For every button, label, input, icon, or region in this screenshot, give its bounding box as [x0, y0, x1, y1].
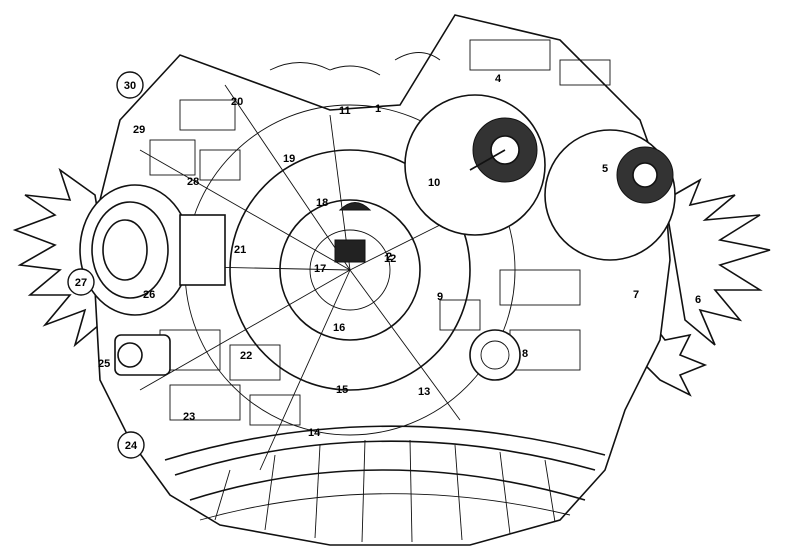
callout-25: 25	[98, 358, 110, 370]
callout-1: 1	[375, 103, 381, 115]
callout-13: 13	[418, 386, 430, 398]
circled-callout-27: 27	[67, 268, 95, 296]
port-turret	[114, 334, 171, 376]
callout-7: 7	[633, 289, 639, 301]
callout-8: 8	[522, 348, 528, 360]
callout-22: 22	[240, 350, 252, 362]
callout-18: 18	[316, 197, 328, 209]
callout-16: 16	[333, 322, 345, 334]
svg-text:30: 30	[124, 80, 136, 92]
callout-2: 2	[386, 251, 392, 263]
callout-12: 12	[384, 253, 396, 265]
callout-14: 14	[308, 427, 321, 439]
left-engine-flare	[12, 167, 111, 348]
callout-28: 28	[187, 176, 199, 188]
svg-text:27: 27	[75, 277, 87, 289]
callout-19: 19	[283, 153, 295, 165]
callout-26: 26	[143, 289, 155, 301]
circled-callout-24: 24	[117, 431, 145, 459]
callout-9: 9	[437, 291, 443, 303]
upper-cockpit-dome	[404, 94, 546, 236]
callout-17: 17	[314, 263, 326, 275]
callout-6: 6	[695, 294, 701, 306]
circled-callout-30: 30	[116, 71, 144, 99]
callout-20: 20	[231, 96, 243, 108]
svg-text:24: 24	[125, 440, 138, 452]
callout-29: 29	[133, 124, 145, 136]
callout-4: 4	[495, 73, 502, 85]
callout-5: 5	[602, 163, 608, 175]
callout-23: 23	[183, 411, 195, 423]
callout-21: 21	[234, 244, 246, 256]
starboard-gear	[469, 329, 521, 381]
callout-10: 10	[428, 177, 440, 189]
secondary-dome	[544, 129, 676, 261]
callout-15: 15	[336, 384, 348, 396]
engine-nozzle	[79, 184, 226, 316]
callout-labels: 1 2 4 5 6 7 8 9 10 11 12 13 14 15 16 17 …	[67, 71, 701, 459]
top-fragments	[269, 52, 441, 76]
callout-11: 11	[339, 105, 351, 117]
